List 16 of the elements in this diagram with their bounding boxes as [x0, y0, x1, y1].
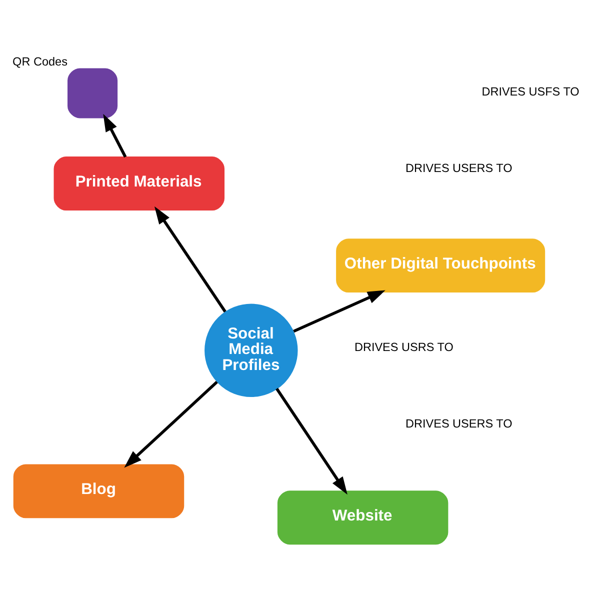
- label: DRIVES USFS TO: [482, 86, 580, 99]
- arrow: [276, 388, 348, 495]
- label: DRIVES USERS TO: [405, 417, 512, 430]
- arrow: [103, 114, 127, 158]
- arrow: [124, 380, 218, 468]
- label: DRIVES USRS TO: [354, 340, 454, 354]
- arrow: [293, 290, 386, 333]
- node-box: Other Digital Touchpoints: [336, 238, 546, 293]
- node-box: Blog: [13, 464, 184, 518]
- node-box: Website: [277, 490, 448, 545]
- node-box: Printed Materials: [54, 156, 225, 211]
- arrow: [154, 206, 226, 312]
- node-box: [68, 68, 118, 118]
- label: DRIVES USERS TO: [405, 162, 512, 176]
- node-circle: Social Media Profiles: [204, 304, 298, 397]
- node-label: QR Codes: [12, 55, 68, 68]
